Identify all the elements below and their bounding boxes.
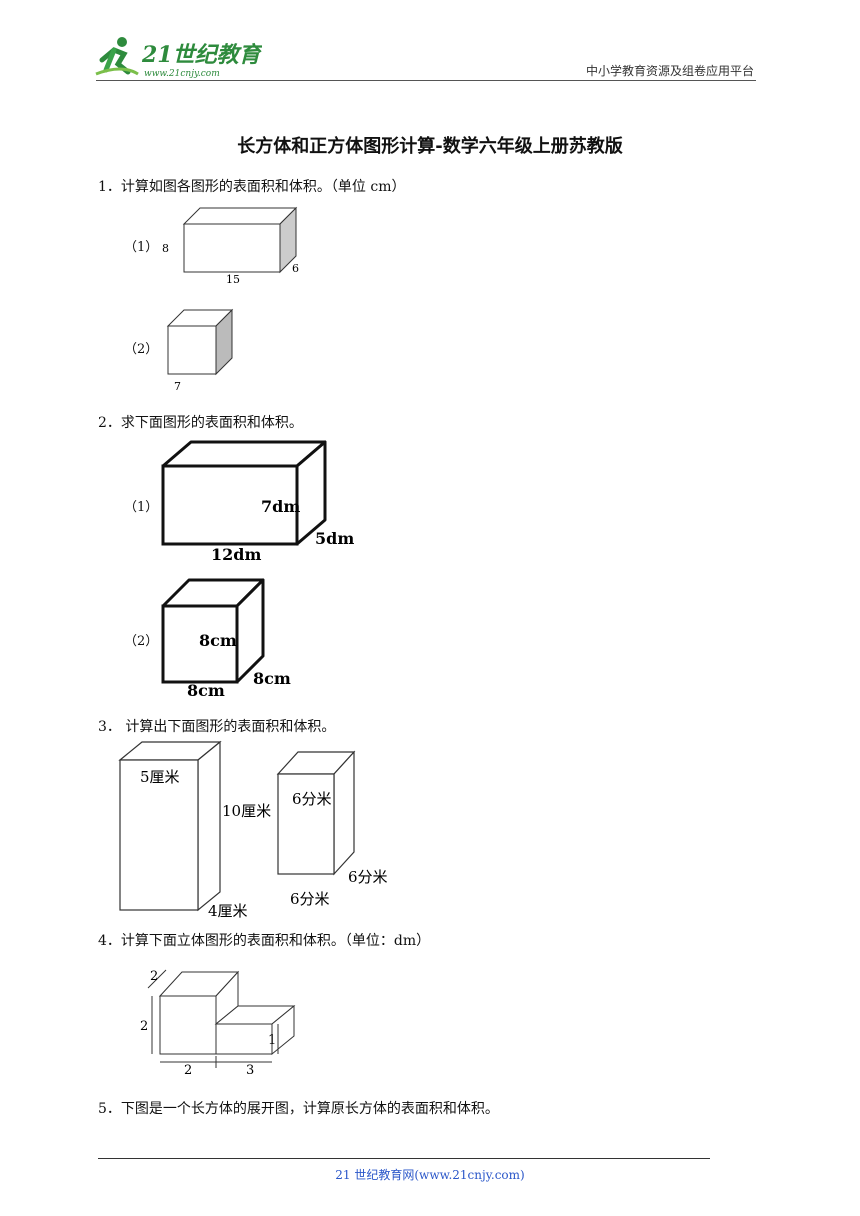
svg-text:www.21cnjy.com: www.21cnjy.com [144,69,220,79]
svg-text:7: 7 [174,380,181,393]
footer-link[interactable]: 21 世纪教育网(www.21cnjy.com) [335,1168,525,1182]
svg-text:21世纪教育: 21世纪教育 [141,42,262,68]
svg-text:8: 8 [162,242,169,255]
question-1-text: 1．计算如图各图形的表面积和体积。（单位 cm） [98,179,406,195]
q4-stepped-figure: 2 2 1 2 3 [140,969,296,1078]
q2-cube-figure: 8cm 8cm 8cm [161,578,291,700]
svg-text:1: 1 [268,1033,276,1048]
svg-text:5dm: 5dm [315,529,354,548]
question-5-text: 5．下图是一个长方体的展开图，计算原长方体的表面积和体积。 [98,1101,499,1117]
runner-icon [95,37,139,76]
svg-text:8cm: 8cm [253,669,291,688]
header-divider [96,80,756,81]
svg-text:15: 15 [226,273,240,286]
q1-cuboid-figure: 8 15 6 [162,206,299,286]
q1-part1-label: （1） [124,240,159,255]
svg-text:6分米: 6分米 [292,790,332,808]
q2-cuboid-figure: 7dm 12dm 5dm [161,440,354,564]
q3-figures: 5厘米 10厘米 4厘米 6分米 6分米 6分米 [118,740,388,920]
question-2-text: 2．求下面图形的表面积和体积。 [98,415,303,431]
svg-text:2: 2 [150,969,158,984]
svg-text:4厘米: 4厘米 [208,902,248,920]
svg-text:10厘米: 10厘米 [222,802,271,820]
header-platform-text: 中小学教育资源及组卷应用平台 [585,64,754,78]
svg-text:5厘米: 5厘米 [140,768,180,786]
svg-text:8cm: 8cm [199,631,237,650]
q2-part1-label: （1） [124,500,159,515]
svg-text:7dm: 7dm [261,497,300,516]
svg-text:6分米: 6分米 [290,890,330,908]
svg-text:12dm: 12dm [211,545,261,564]
footer-divider [98,1158,710,1159]
page-title: 长方体和正方体图形计算-数学六年级上册苏教版 [237,136,623,157]
site-logo: 21世纪教育 www.21cnjy.com [92,34,265,80]
svg-text:2: 2 [184,1063,192,1078]
q2-part2-label: （2） [124,634,159,649]
question-4-text: 4．计算下面立体图形的表面积和体积。（单位：dm） [98,933,431,949]
q1-cube-figure: 7 [166,308,234,393]
svg-text:6: 6 [292,262,299,275]
svg-text:3: 3 [246,1063,254,1078]
question-3-text: 3． 计算出下面图形的表面积和体积。 [98,719,336,735]
q1-part2-label: （2） [124,342,159,357]
svg-text:6分米: 6分米 [348,868,388,886]
svg-text:2: 2 [140,1019,148,1034]
svg-text:8cm: 8cm [187,681,225,700]
